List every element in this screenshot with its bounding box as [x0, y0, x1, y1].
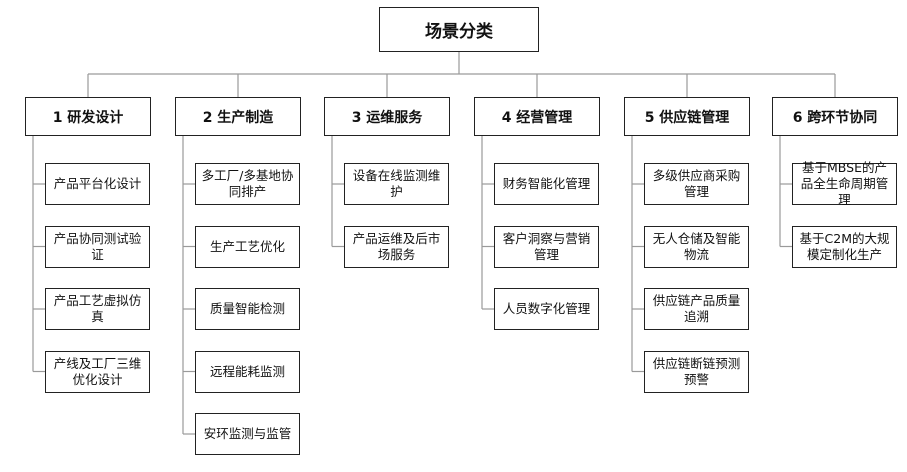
leaf-node: 多工厂/多基地协同排产 — [195, 163, 300, 205]
leaf-label: 无人仓储及智能物流 — [652, 230, 741, 262]
leaf-label: 产品平台化设计 — [53, 176, 142, 191]
leaf-label: 供应链产品质量追溯 — [652, 293, 741, 324]
leaf-label: 产品协同测试验证 — [53, 230, 142, 262]
leaf-node: 质量智能检测 — [195, 288, 300, 330]
category-label: 2 生产制造 — [202, 109, 274, 126]
leaf-label: 多级供应商采购管理 — [652, 168, 741, 199]
leaf-node: 产线及工厂三维优化设计 — [45, 350, 150, 393]
leaf-node: 财务智能化管理 — [494, 163, 599, 205]
root-node: 场景分类 — [379, 7, 539, 52]
leaf-node: 人员数字化管理 — [494, 288, 599, 330]
category-label: 4 经营管理 — [501, 109, 573, 126]
leaf-label: 生产工艺优化 — [209, 238, 285, 254]
leaf-label: 设备在线监测维护 — [352, 168, 441, 199]
leaf-label: 供应链断链预测预警 — [652, 355, 741, 387]
leaf-label: 产品运维及后市场服务 — [352, 230, 441, 262]
leaf-node: 产品平台化设计 — [45, 163, 150, 205]
leaf-node: 生产工艺优化 — [195, 225, 300, 268]
leaf-label: 多工厂/多基地协同排产 — [201, 168, 294, 199]
category-label: 3 运维服务 — [351, 109, 423, 126]
leaf-label: 基于C2M的大规模定制化生产 — [799, 230, 890, 262]
leaf-label: 产线及工厂三维优化设计 — [53, 355, 142, 387]
leaf-label: 产品工艺虚拟仿真 — [53, 293, 142, 324]
category-node: 2 生产制造 — [175, 97, 301, 136]
category-label: 1 研发设计 — [52, 109, 124, 126]
leaf-node: 安环监测与监管 — [195, 413, 300, 455]
leaf-label: 安环监测与监管 — [203, 426, 292, 441]
leaf-node: 产品工艺虚拟仿真 — [45, 288, 150, 330]
leaf-node: 供应链产品质量追溯 — [644, 288, 749, 330]
root-label: 场景分类 — [425, 22, 493, 42]
leaf-node: 产品协同测试验证 — [45, 225, 150, 268]
category-node: 4 经营管理 — [474, 97, 600, 136]
leaf-node: 产品运维及后市场服务 — [344, 225, 449, 268]
leaf-label: 财务智能化管理 — [502, 176, 591, 191]
category-node: 3 运维服务 — [324, 97, 450, 136]
leaf-label: 基于MBSE的产品全生命周期管理 — [800, 160, 889, 207]
category-label: 5 供应链管理 — [644, 109, 730, 126]
leaf-label: 远程能耗监测 — [209, 363, 285, 379]
leaf-node: 远程能耗监测 — [195, 350, 300, 393]
leaf-node: 多级供应商采购管理 — [644, 163, 749, 205]
leaf-label: 人员数字化管理 — [502, 301, 591, 316]
leaf-node: 客户洞察与营销管理 — [494, 225, 599, 268]
leaf-label: 客户洞察与营销管理 — [502, 230, 591, 262]
leaf-label: 质量智能检测 — [209, 301, 285, 316]
leaf-node: 基于MBSE的产品全生命周期管理 — [792, 160, 897, 207]
leaf-node: 无人仓储及智能物流 — [644, 225, 749, 268]
category-label: 6 跨环节协同 — [792, 109, 878, 126]
leaf-node: 设备在线监测维护 — [344, 163, 449, 205]
category-node: 5 供应链管理 — [624, 97, 750, 136]
leaf-node: 基于C2M的大规模定制化生产 — [792, 225, 897, 268]
category-node: 6 跨环节协同 — [772, 97, 898, 136]
category-node: 1 研发设计 — [25, 97, 151, 136]
leaf-node: 供应链断链预测预警 — [644, 350, 749, 393]
